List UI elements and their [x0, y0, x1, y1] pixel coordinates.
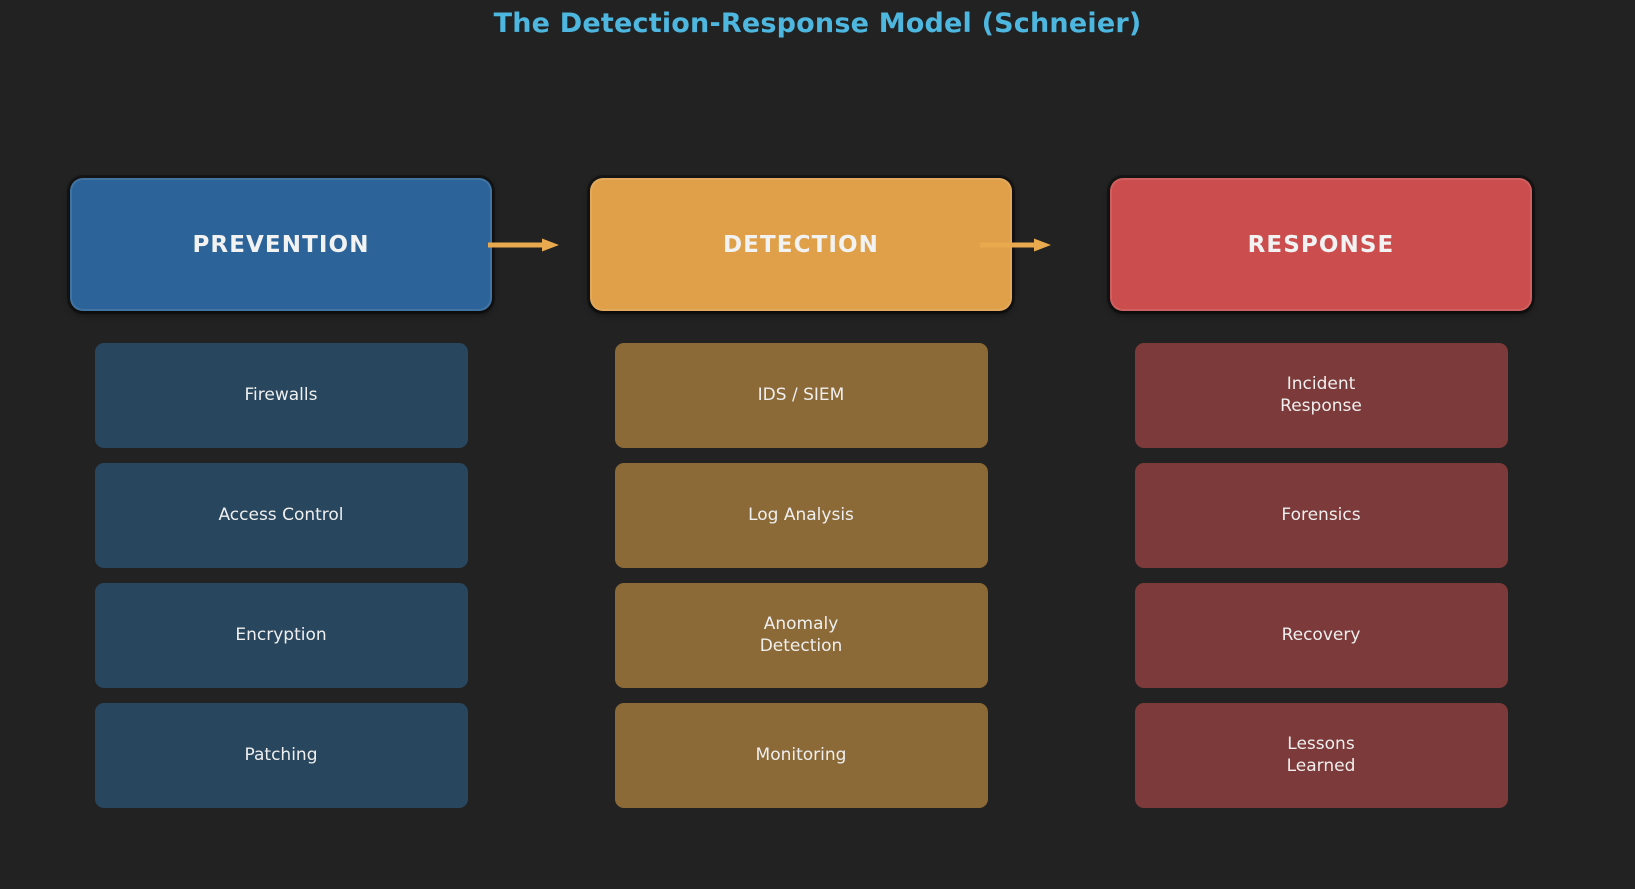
- item-label-line1: IDS / SIEM: [757, 384, 845, 405]
- item-box[interactable]: Firewalls: [94, 343, 468, 448]
- item-list-response: Incident Response Forensics Recovery: [1110, 343, 1532, 808]
- item-box[interactable]: Patching: [94, 703, 468, 808]
- item-label-line1: Log Analysis: [748, 504, 854, 525]
- item-label-line1: Access Control: [218, 504, 344, 525]
- phase-header-response[interactable]: RESPONSE: [1110, 178, 1532, 311]
- item-label-line1: Firewalls: [244, 384, 318, 405]
- item-label-line2: Response: [1280, 395, 1362, 416]
- item-box[interactable]: Lessons Learned: [1134, 703, 1508, 808]
- item-label-line1: Encryption: [235, 624, 327, 645]
- item-label-line2: Learned: [1286, 755, 1356, 776]
- column-detection: DETECTION IDS / SIEM Log Analysis: [590, 178, 1012, 838]
- item-box[interactable]: Forensics: [1134, 463, 1508, 568]
- item-label-line1: Forensics: [1281, 504, 1361, 525]
- item-box[interactable]: IDS / SIEM: [614, 343, 988, 448]
- item-box[interactable]: Log Analysis: [614, 463, 988, 568]
- item-label-line2: Detection: [759, 635, 843, 656]
- item-label-line1: Lessons: [1287, 734, 1355, 755]
- arrow-detection-to-response: [980, 238, 1052, 252]
- item-box[interactable]: Monitoring: [614, 703, 988, 808]
- page-title: The Detection-Response Model (Schneier): [493, 8, 1142, 39]
- item-label-line1: Recovery: [1281, 624, 1361, 645]
- item-label-line1: Anomaly: [763, 614, 839, 635]
- item-label-line1: Monitoring: [755, 744, 847, 765]
- item-label-line1: Incident: [1286, 374, 1356, 395]
- item-box[interactable]: Incident Response: [1134, 343, 1508, 448]
- item-box[interactable]: Encryption: [94, 583, 468, 688]
- phase-header-detection[interactable]: DETECTION: [590, 178, 1012, 311]
- item-label-line1: Patching: [244, 744, 318, 765]
- arrow-prevention-to-detection: [488, 238, 560, 252]
- item-box[interactable]: Anomaly Detection: [614, 583, 988, 688]
- item-list-detection: IDS / SIEM Log Analysis Anomaly Detectio…: [590, 343, 1012, 808]
- phase-header-prevention[interactable]: PREVENTION: [70, 178, 492, 311]
- phase-columns: PREVENTION Firewalls Access Control: [70, 178, 1532, 838]
- item-box[interactable]: Access Control: [94, 463, 468, 568]
- column-prevention: PREVENTION Firewalls Access Control: [70, 178, 492, 838]
- item-list-prevention: Firewalls Access Control Encryption: [70, 343, 492, 808]
- item-box[interactable]: Recovery: [1134, 583, 1508, 688]
- column-response: RESPONSE Incident Response Forensics: [1110, 178, 1532, 838]
